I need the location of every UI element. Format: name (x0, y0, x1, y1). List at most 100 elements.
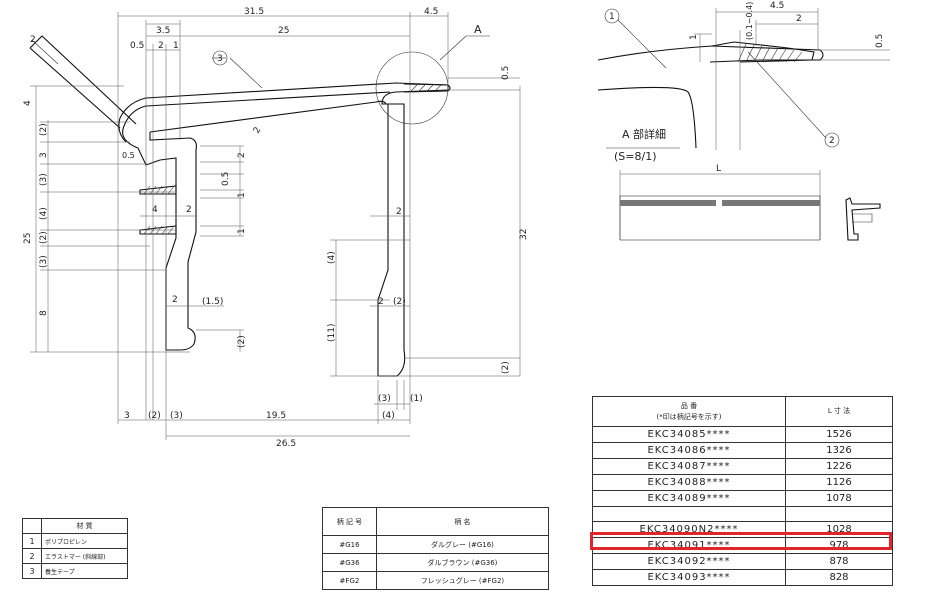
table-row: EKC34093**** 828 (592, 569, 893, 586)
table-row: EKC34086**** 1326 (592, 442, 893, 459)
material-num: 3 (22, 563, 42, 579)
svg-text:32: 32 (519, 229, 529, 240)
svg-text:(3): (3) (39, 255, 49, 268)
svg-text:2: 2 (186, 205, 192, 215)
part-length: 1226 (785, 458, 893, 475)
color-name: ダルグレー (#G16) (375, 535, 550, 554)
svg-text:(3): (3) (170, 411, 183, 421)
part-number: EKC34092**** (592, 553, 786, 570)
length-header: L 寸 法 (785, 396, 893, 427)
svg-text:(2): (2) (39, 231, 49, 244)
part-length: 878 (785, 553, 893, 570)
length-view (619, 170, 881, 241)
svg-text:0.5: 0.5 (501, 66, 511, 80)
length-label: L (716, 164, 721, 174)
svg-text:(2): (2) (393, 297, 406, 307)
svg-text:(1.5): (1.5) (202, 297, 223, 307)
table-row: EKC34092**** 878 (592, 553, 893, 570)
svg-text:(2): (2) (501, 361, 511, 374)
part-number-header: 品 番 (680, 401, 698, 410)
svg-text:2: 2 (252, 126, 264, 136)
part-number: EKC34093**** (592, 569, 786, 586)
detail-scale: (S=8/1) (614, 150, 657, 163)
material-name: 養生テープ (41, 563, 128, 579)
svg-text:0.5: 0.5 (130, 41, 144, 51)
part-number: EKC34088**** (592, 474, 786, 491)
svg-text:2: 2 (378, 297, 384, 307)
part-length: 1326 (785, 442, 893, 459)
svg-text:25: 25 (23, 233, 33, 244)
table-row: EKC34085**** 1526 (592, 426, 893, 443)
svg-text:0.5: 0.5 (221, 172, 231, 186)
color-code: #G36 (322, 553, 377, 572)
svg-text:(4): (4) (382, 411, 395, 421)
color-code: #G16 (322, 535, 377, 554)
table-row: #FG2 フレッシュグレー (#FG2) (322, 571, 550, 590)
svg-text:(2): (2) (237, 335, 247, 348)
svg-text:0.5: 0.5 (875, 34, 885, 48)
detail-circle (375, 51, 449, 125)
table-row: EKC34088**** 1126 (592, 474, 893, 491)
svg-text:4.5: 4.5 (424, 7, 438, 17)
svg-text:4.5: 4.5 (770, 1, 784, 11)
part-number: EKC34089**** (592, 490, 786, 507)
svg-text:4: 4 (23, 100, 33, 106)
table-row: 品 番 (*印は柄記号を示す) L 寸 法 (592, 396, 893, 427)
svg-text:0.5: 0.5 (122, 151, 135, 160)
material-table: 材 質 1 ポリプロピレン 2 エラストマー (斜線部) 3 養生テープ (22, 518, 128, 579)
svg-text:31.5: 31.5 (244, 7, 264, 17)
svg-text:(4): (4) (39, 207, 49, 220)
svg-text:(2): (2) (148, 411, 161, 421)
svg-text:2: 2 (796, 14, 802, 24)
svg-text:4: 4 (152, 205, 158, 215)
svg-text:2: 2 (396, 207, 402, 217)
material-name: ポリプロピレン (41, 533, 128, 549)
part-length: 1526 (785, 426, 893, 443)
svg-text:1: 1 (689, 34, 699, 40)
svg-text:(3): (3) (378, 394, 391, 404)
table-row: 2 エラストマー (斜線部) (22, 548, 128, 564)
detail-title: A 部詳細 (622, 127, 666, 141)
detail-a (597, 8, 890, 150)
color-name: ダルブラウン (#G36) (375, 553, 550, 572)
part-number: EKC34085**** (592, 426, 786, 443)
highlight-box (590, 532, 892, 550)
svg-text:2: 2 (829, 136, 835, 146)
svg-text:(11): (11) (327, 324, 337, 342)
material-num: 1 (22, 533, 42, 549)
material-num: 2 (22, 548, 42, 564)
svg-text:1: 1 (237, 228, 247, 234)
color-table: 柄 記 号 柄 名 #G16 ダルグレー (#G16) #G36 ダルブラウン … (322, 507, 550, 590)
svg-text:1: 1 (609, 12, 615, 22)
svg-text:2: 2 (158, 41, 164, 51)
svg-text:(2): (2) (39, 123, 49, 136)
table-row: 材 質 (22, 518, 128, 534)
svg-text:(4): (4) (327, 251, 337, 264)
part-number: EKC34086**** (592, 442, 786, 459)
table-row: #G36 ダルブラウン (#G36) (322, 553, 550, 572)
svg-text:25: 25 (278, 26, 289, 36)
svg-text:8: 8 (39, 310, 49, 316)
dimension-texts: 31.5 4.5 25 3.5 0.5 2 1 0.5 4 (2) 3 (3) … (23, 7, 529, 449)
svg-text:(0.1~0.4): (0.1~0.4) (745, 2, 754, 40)
part-number: EKC34087**** (592, 458, 786, 475)
callout-3: 3 (212, 50, 228, 66)
detail-callout-1: 1 (604, 8, 620, 24)
table-row: EKC34089**** 1078 (592, 490, 893, 507)
svg-text:1: 1 (173, 41, 179, 51)
detail-mark-label: A (474, 23, 482, 36)
table-row: EKC34087**** 1226 (592, 458, 893, 475)
material-header: 材 質 (41, 518, 128, 534)
color-code-header: 柄 記 号 (322, 507, 377, 536)
table-row: #G16 ダルグレー (#G16) (322, 535, 550, 554)
svg-text:3: 3 (217, 54, 223, 64)
part-length: 828 (785, 569, 893, 586)
part-length: 1126 (785, 474, 893, 491)
table-row: 3 養生テープ (22, 563, 128, 579)
color-name: フレッシュグレー (#FG2) (375, 571, 550, 590)
svg-text:(1): (1) (410, 394, 423, 404)
table-row-spacer (592, 506, 893, 522)
svg-text:3: 3 (124, 411, 130, 421)
svg-text:2: 2 (172, 295, 178, 305)
